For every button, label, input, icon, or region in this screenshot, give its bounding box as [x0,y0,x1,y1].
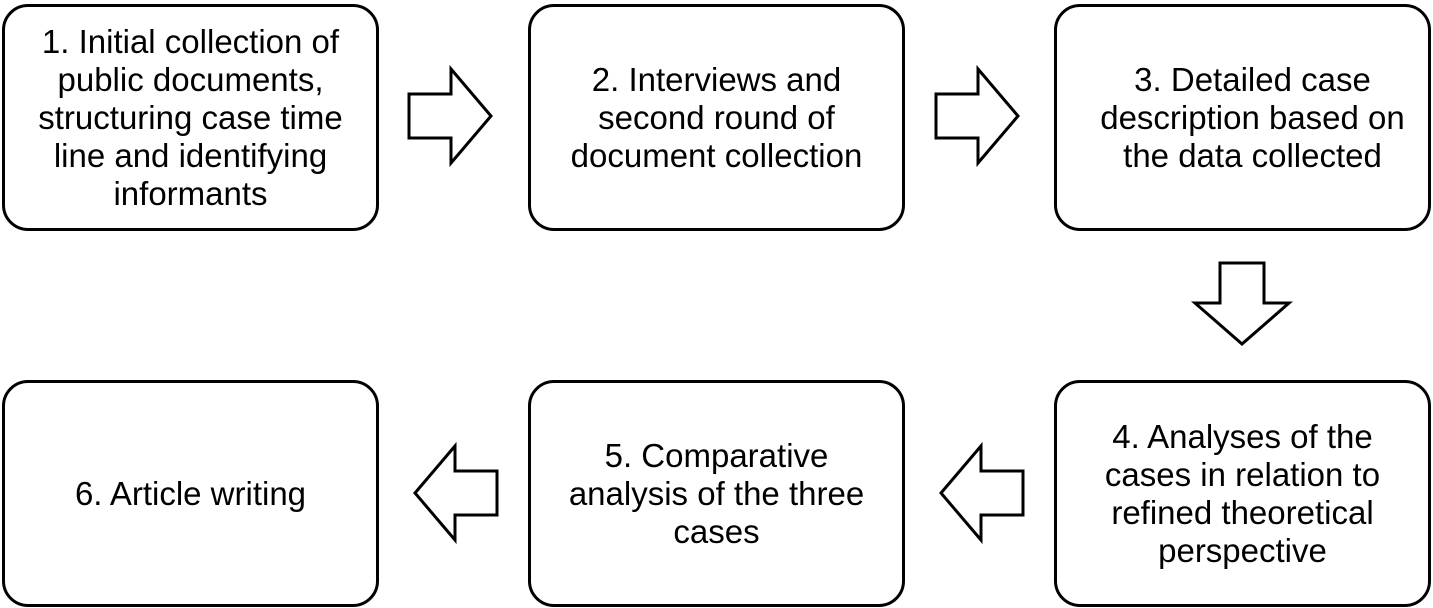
arrow-left-icon [413,441,499,545]
step-label-4: 4. Analyses of the cases in relation to … [1104,417,1381,569]
step-label-6: 6. Article writing [74,474,307,512]
step-label-1: 1. Initial collection of public document… [38,22,343,212]
step-label-3: 3. Detailed case description based on th… [1100,60,1405,174]
arrow-down-icon [1190,261,1294,346]
step-box-3: 3. Detailed case description based on th… [1054,4,1431,231]
step-box-4: 4. Analyses of the cases in relation to … [1054,380,1431,607]
arrow-left-icon [939,441,1025,545]
arrow-right-icon [407,64,493,168]
step-box-2: 2. Interviews and second round of docume… [528,4,905,231]
step-box-5: 5. Comparative analysis of the three cas… [528,380,905,607]
step-label-5: 5. Comparative analysis of the three cas… [568,436,865,550]
step-box-1: 1. Initial collection of public document… [2,4,379,231]
step-label-2: 2. Interviews and second round of docume… [570,60,863,174]
step-box-6: 6. Article writing [2,380,379,607]
arrow-right-icon [934,64,1020,168]
